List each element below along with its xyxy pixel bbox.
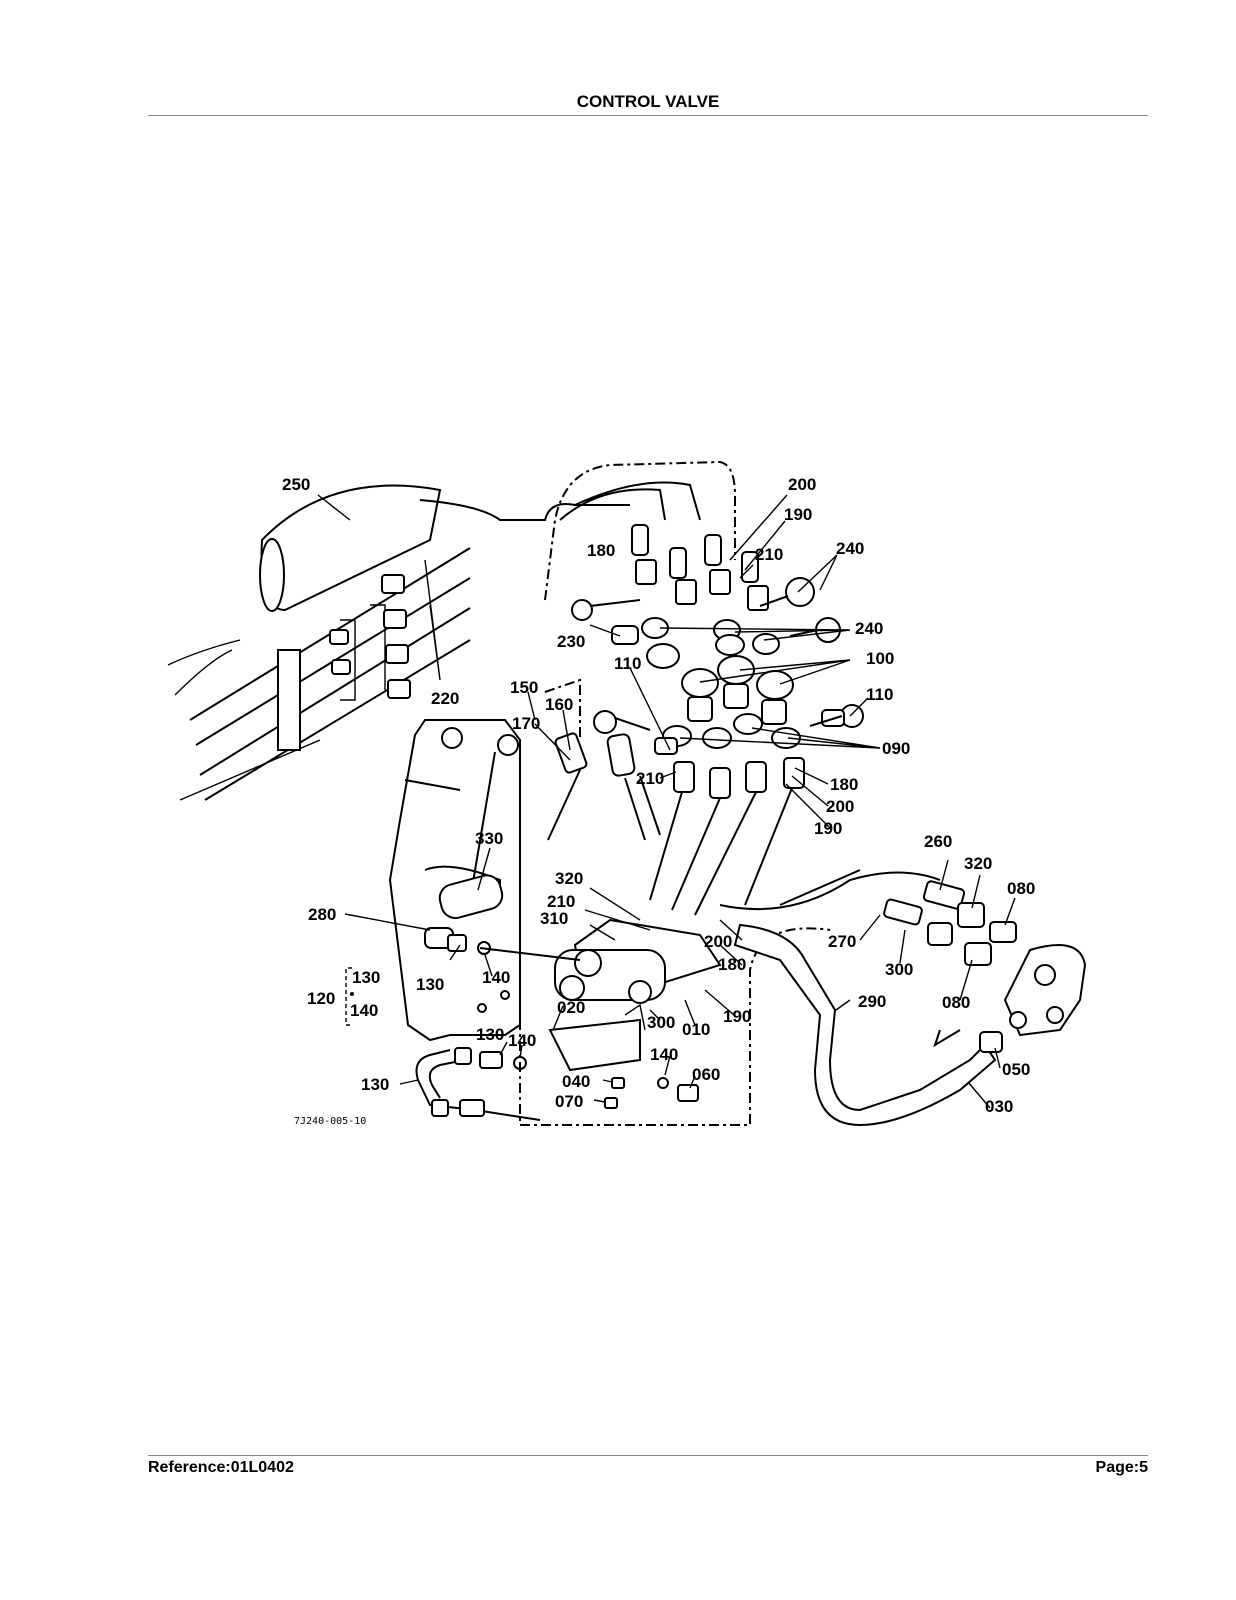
- callout-180: 180: [830, 775, 858, 794]
- callout-320: 320: [555, 869, 583, 888]
- callout-280: 280: [308, 905, 336, 924]
- callout-080: 080: [942, 993, 970, 1012]
- callout-130: 130: [361, 1075, 389, 1094]
- callout-180: 180: [718, 955, 746, 974]
- callout-300: 300: [647, 1013, 675, 1032]
- reference-number: Reference:01L0402: [148, 1459, 294, 1476]
- callout-300: 300: [885, 960, 913, 979]
- group-120-bracket: [345, 967, 354, 1026]
- callout-120: 120: [307, 989, 335, 1008]
- callout-110: 110: [866, 685, 893, 704]
- callout-220: 220: [431, 689, 459, 708]
- callout-180: 180: [587, 541, 615, 560]
- callout-160: 160: [545, 695, 573, 714]
- callout-060: 060: [692, 1065, 720, 1084]
- callout-100: 100: [866, 649, 894, 668]
- callout-140: 140: [508, 1031, 536, 1050]
- callout-240: 240: [855, 619, 883, 638]
- callout-140: 140: [482, 968, 510, 987]
- callout-110: 110: [614, 654, 641, 673]
- callout-250: 250: [282, 475, 310, 494]
- header-divider: [148, 115, 1148, 116]
- callout-290: 290: [858, 992, 886, 1011]
- callout-labels: 250 200 190 180 210 240 230 240 110 100 150 160 170 2…: [282, 475, 1035, 1116]
- callout-140: 140: [650, 1045, 678, 1064]
- callout-240: 240: [836, 539, 864, 558]
- callout-130: 130: [476, 1025, 504, 1044]
- callout-330: 330: [475, 829, 503, 848]
- page-title: CONTROL VALVE: [576, 92, 720, 111]
- callout-310: 310: [540, 909, 568, 928]
- footer-divider: [148, 1455, 1148, 1456]
- leader-lines: [317, 494, 1016, 1109]
- callout-190: 190: [814, 819, 842, 838]
- callout-190: 190: [723, 1007, 751, 1026]
- callout-070: 070: [555, 1092, 583, 1111]
- callout-200: 200: [826, 797, 854, 816]
- callout-120-sub-130: 130: [352, 968, 380, 987]
- diagram-artwork: [167, 460, 1087, 1127]
- callout-200: 200: [788, 475, 816, 494]
- callout-200: 200: [704, 932, 732, 951]
- callout-210: 210: [547, 892, 575, 911]
- callout-320: 320: [964, 854, 992, 873]
- callout-010: 010: [682, 1020, 710, 1039]
- callout-030: 030: [985, 1097, 1013, 1116]
- callout-190: 190: [784, 505, 812, 524]
- drawing-code: 7J240-005-10: [294, 1116, 366, 1127]
- callout-210: 210: [636, 769, 664, 788]
- page-number: Page:5: [1095, 1459, 1148, 1476]
- callout-090: 090: [882, 739, 910, 758]
- callout-040: 040: [562, 1072, 590, 1091]
- callout-020: 020: [557, 998, 585, 1017]
- callout-080: 080: [1007, 879, 1035, 898]
- callout-050: 050: [1002, 1060, 1030, 1079]
- callout-270: 270: [828, 932, 856, 951]
- callout-170: 170: [512, 714, 540, 733]
- callout-230: 230: [557, 632, 585, 651]
- callout-150: 150: [510, 678, 538, 697]
- callout-120-sub-140: 140: [350, 1001, 378, 1020]
- callout-130: 130: [416, 975, 444, 994]
- callout-260: 260: [924, 832, 952, 851]
- callout-210: 210: [755, 545, 783, 564]
